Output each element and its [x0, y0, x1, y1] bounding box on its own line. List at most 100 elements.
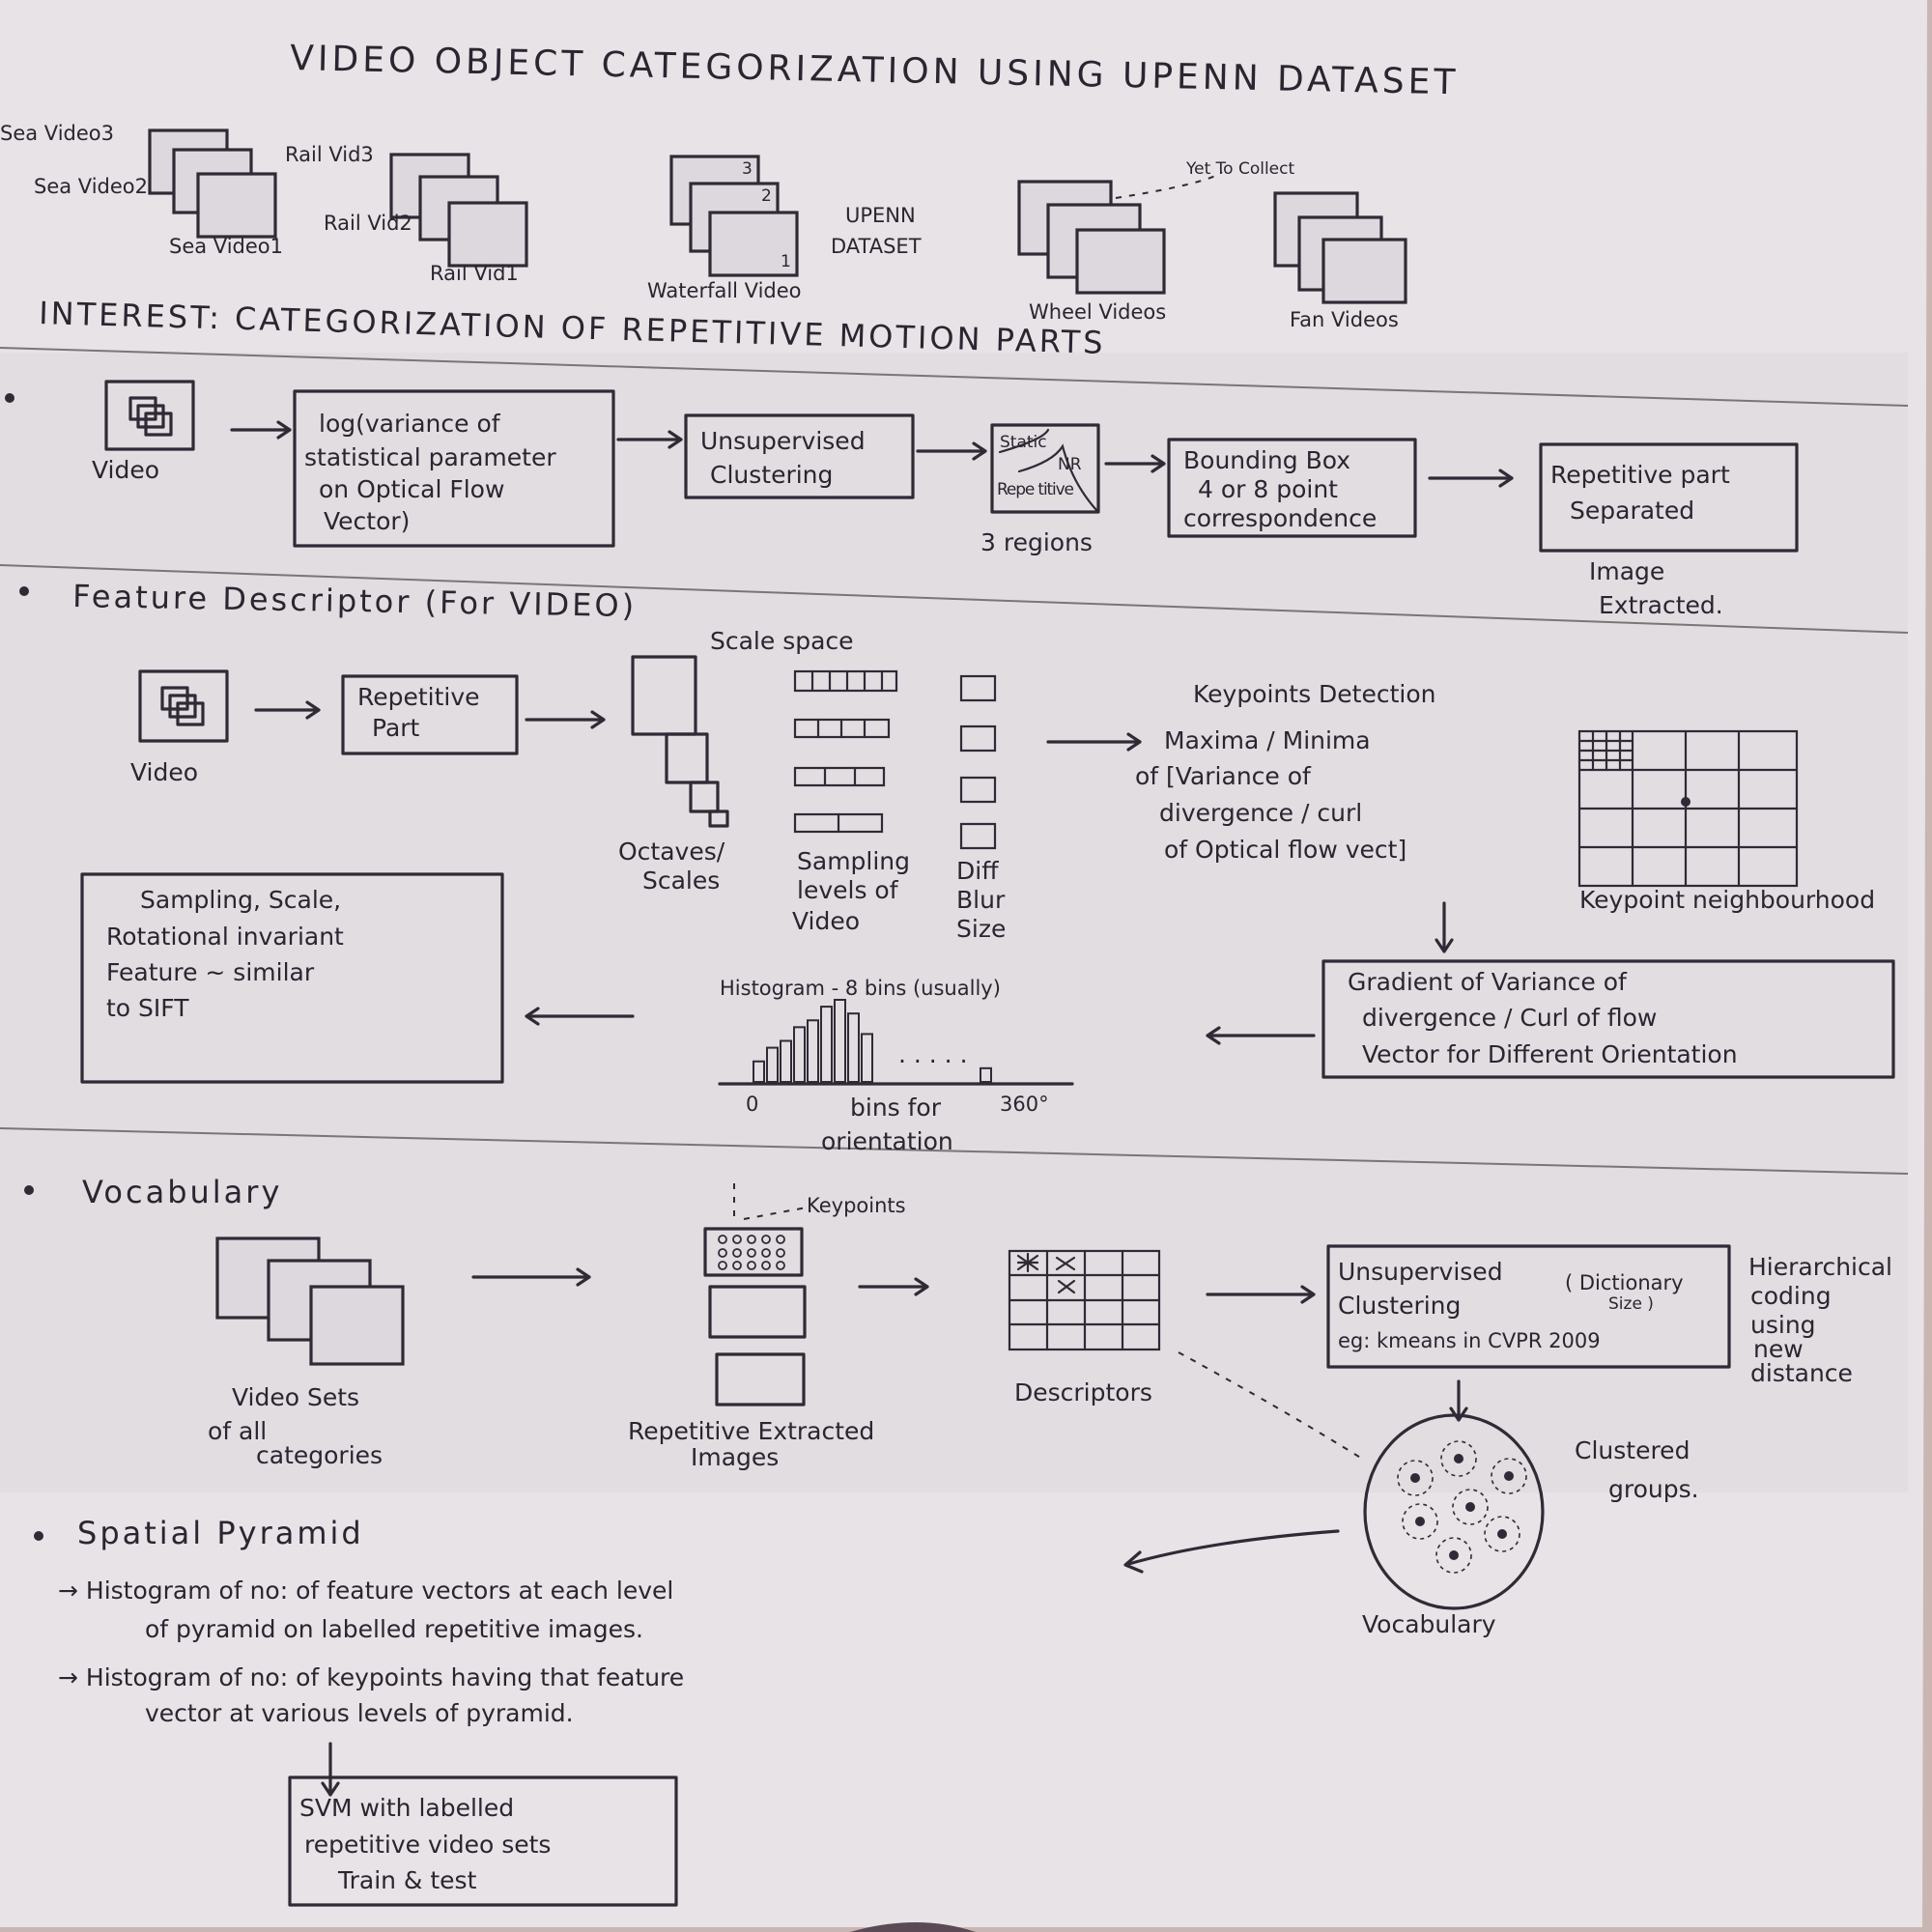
sampling-levels	[793, 669, 898, 834]
upenn-label: UPENN	[845, 204, 916, 227]
region-static: Static	[1000, 433, 1047, 452]
log-variance-text-3: on Optical Flow	[319, 475, 504, 503]
unsupervised-clustering-box-1	[684, 413, 915, 499]
side-note-3: using	[1750, 1311, 1816, 1339]
clustering-box1-text-1: Unsupervised	[700, 427, 866, 455]
sea-video-stack: Sea Video3 Sea Video2 Sea Video1	[0, 122, 283, 258]
svm-text-2: repetitive video sets	[304, 1831, 551, 1859]
histogram-bar	[847, 1012, 860, 1083]
repetitive-extracted-label-2: Images	[691, 1443, 779, 1471]
keypoints-line-2: of [Variance of	[1135, 762, 1312, 790]
clustering-box2-text-5: eg: kmeans in CVPR 2009	[1338, 1329, 1601, 1352]
sift-text-1: Sampling, Scale,	[140, 886, 341, 914]
octaves-label-1: Octaves/	[618, 838, 725, 866]
scale-space-label: Scale space	[710, 627, 854, 655]
keypoints-line-4: of Optical flow vect]	[1164, 836, 1406, 864]
bounding-box-text-3: correspondence	[1183, 504, 1377, 532]
frame-number-1: 1	[781, 252, 791, 271]
clustering-box2-text-1: Unsupervised	[1338, 1258, 1503, 1286]
histogram-bar	[793, 1026, 806, 1084]
log-variance-box	[293, 389, 615, 548]
repetitive-extracted-images	[703, 1227, 807, 1406]
repetitive-part-text-2: Part	[372, 714, 420, 742]
svm-text-3: Train & test	[337, 1866, 477, 1894]
side-note-1: Hierarchical	[1748, 1253, 1892, 1281]
histogram-title: Histogram - 8 bins (usually)	[720, 977, 1001, 1000]
image-extracted-label-2: Extracted.	[1599, 591, 1723, 619]
gradient-text-1: Gradient of Variance of	[1348, 968, 1628, 996]
repetitive-extracted-label-1: Repetitive Extracted	[628, 1417, 874, 1445]
clustering-box2-text-3: ( Dictionary	[1565, 1271, 1684, 1294]
sampling-label-1: Sampling	[797, 847, 910, 875]
descriptors-grid	[1008, 1249, 1161, 1351]
keypoint-neighbourhood-grid	[1577, 729, 1799, 888]
separated-text-1: Repetitive part	[1550, 461, 1730, 489]
image-extracted-label-1: Image	[1589, 557, 1664, 585]
keypoint-neighbourhood-label: Keypoint neighbourhood	[1579, 886, 1875, 914]
histogram-360-label: 360°	[1000, 1093, 1049, 1116]
log-variance-text-2: statistical parameter	[304, 443, 556, 471]
histogram-caption-1: bins for	[850, 1094, 942, 1122]
pyramid-line-2a: → Histogram of no: of keypoints having t…	[58, 1663, 684, 1691]
video-sets-stack	[215, 1236, 405, 1366]
sampling-label-3: Video	[792, 907, 860, 935]
diff-blur-label-2: Blur	[956, 886, 1006, 914]
video-sets-label-3: categories	[256, 1441, 383, 1469]
histogram-dots: . . . . .	[898, 1040, 968, 1068]
keypoints-line-3: divergence / curl	[1159, 799, 1362, 827]
pyramid-line-1a: → Histogram of no: of feature vectors at…	[58, 1577, 673, 1605]
bounding-box-box	[1167, 438, 1417, 538]
side-note-4: new	[1753, 1335, 1804, 1363]
rail-vid-1-label: Rail Vid1	[430, 262, 519, 285]
sift-text-4: to SIFT	[106, 994, 189, 1022]
diff-blur-label-1: Diff	[956, 857, 999, 885]
histogram-bar	[834, 999, 846, 1083]
pyramid-line-2b: vector at various levels of pyramid.	[145, 1699, 574, 1727]
clustered-groups-label-2: groups.	[1608, 1475, 1699, 1503]
video-sets-label-1: Video Sets	[232, 1383, 359, 1411]
unsupervised-clustering-box-2	[1326, 1244, 1731, 1369]
repetitive-part-separated-box	[1539, 442, 1799, 553]
log-variance-text-4: Vector)	[324, 507, 410, 535]
spatial-pyramid-heading: Spatial Pyramid	[77, 1515, 364, 1551]
pyramid-line-1b: of pyramid on labelled repetitive images…	[145, 1615, 643, 1643]
video-icon-2	[138, 669, 229, 743]
clustered-groups-label-1: Clustered	[1575, 1436, 1690, 1464]
sea-video-1-label: Sea Video1	[169, 235, 283, 258]
histogram-bar	[807, 1019, 819, 1083]
fan-video-stack: Fan Videos	[1273, 191, 1407, 331]
rail-vid-3-label: Rail Vid3	[285, 143, 374, 166]
video-label: Video	[92, 456, 159, 484]
svm-box	[288, 1776, 678, 1907]
frame-number-2: 2	[761, 186, 772, 206]
sift-like-feature-box	[80, 872, 504, 1084]
waterfall-video-stack: 3 2 1 Waterfall Video	[647, 155, 802, 302]
wheel-video-stack: Wheel Videos	[1017, 180, 1166, 324]
histogram-bar	[766, 1046, 779, 1084]
clustering-box2-text-2: Clustering	[1338, 1292, 1461, 1320]
histogram-bar	[861, 1033, 873, 1083]
octave-pyramid	[631, 655, 729, 828]
keypoints-detection-title: Keypoints Detection	[1193, 680, 1436, 708]
sea-video-3-label: Sea Video3	[0, 122, 114, 145]
sampling-label-2: levels of	[797, 876, 899, 904]
side-note-5: distance	[1750, 1359, 1853, 1387]
clustered-vocabulary-circle	[1363, 1413, 1545, 1610]
diff-blur-label-3: Size	[956, 915, 1006, 943]
log-variance-text-1: log(variance of	[319, 410, 501, 438]
histogram-caption-2: orientation	[821, 1127, 953, 1155]
gradient-text-3: Vector for Different Orientation	[1362, 1040, 1738, 1068]
histogram-bar	[753, 1060, 765, 1083]
octaves-label-2: Scales	[642, 867, 720, 895]
bounding-box-text-2: 4 or 8 point	[1198, 475, 1338, 503]
wheel-videos-label: Wheel Videos	[1029, 300, 1166, 324]
dataset-label: DATASET	[831, 235, 922, 258]
diff-blur-boxes	[959, 674, 997, 850]
three-regions-label: 3 regions	[980, 528, 1093, 556]
frame-number-3: 3	[742, 159, 753, 179]
separated-text-2: Separated	[1570, 497, 1694, 525]
svm-text-1: SVM with labelled	[299, 1794, 514, 1822]
sift-text-2: Rotational invariant	[106, 923, 344, 951]
clustering-box1-text-2: Clustering	[710, 461, 833, 489]
